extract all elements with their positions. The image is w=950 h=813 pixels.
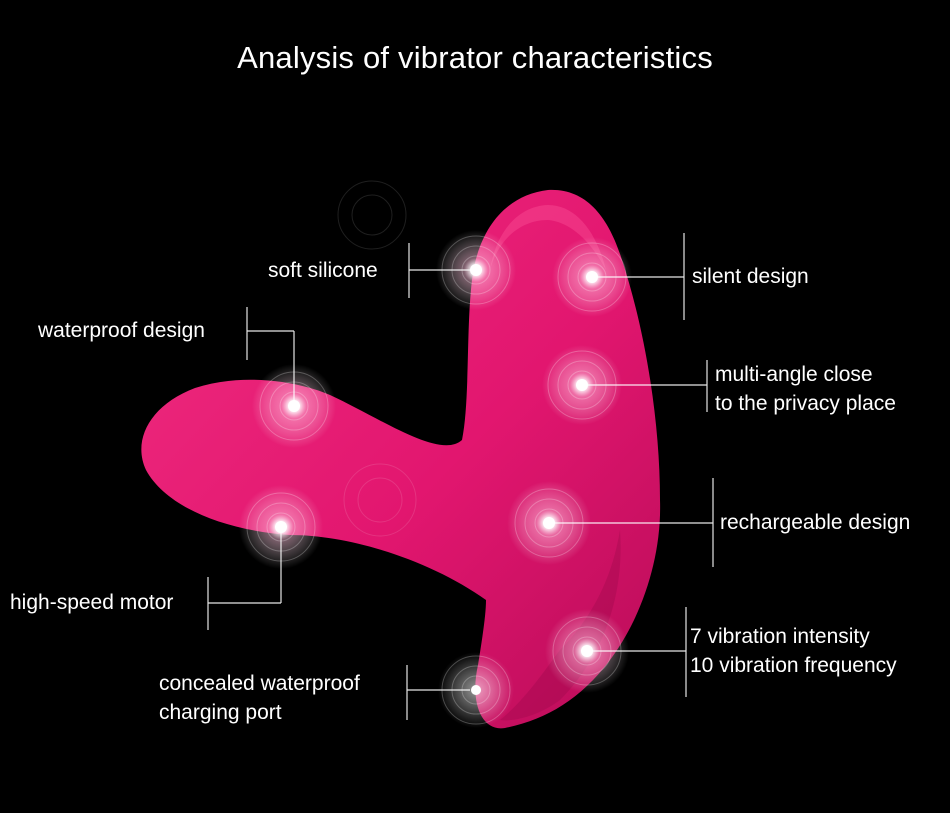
- callout-silent-design: [598, 233, 685, 320]
- callout-waterproof-design: [246, 307, 295, 400]
- ambient-rings: [337, 180, 417, 537]
- label-line: soft silicone: [268, 259, 378, 282]
- callout-soft-silicone: [408, 243, 470, 298]
- label-line: multi-angle close: [715, 363, 873, 386]
- callout-high-speed-motor: [207, 533, 282, 630]
- label-line: 7 vibration intensity: [690, 625, 870, 648]
- label-charging-port: concealed waterproof charging port: [159, 669, 360, 727]
- label-line: high-speed motor: [10, 591, 174, 614]
- label-line: waterproof design: [38, 319, 205, 342]
- label-rechargeable-design: rechargeable design: [720, 508, 910, 537]
- page-title: Analysis of vibrator characteristics: [237, 40, 713, 75]
- callout-multi-angle: [588, 360, 708, 412]
- label-vibration: 7 vibration intensity 10 vibration frequ…: [690, 622, 897, 680]
- dot-silent-design: [586, 271, 598, 283]
- label-line: 10 vibration frequency: [690, 654, 897, 677]
- dot-charging-port: [471, 685, 481, 695]
- dot-vibration: [581, 645, 593, 657]
- label-waterproof-design: waterproof design: [38, 316, 205, 345]
- callout-charging-port: [406, 665, 470, 720]
- label-silent-design: silent design: [692, 262, 809, 291]
- label-line: charging port: [159, 701, 282, 724]
- dot-rechargeable-design: [543, 517, 555, 529]
- label-line: silent design: [692, 265, 809, 288]
- label-line: concealed waterproof: [159, 672, 360, 695]
- dot-waterproof-design: [288, 400, 300, 412]
- dot-high-speed-motor: [275, 521, 287, 533]
- dot-soft-silicone: [470, 264, 482, 276]
- dot-multi-angle: [576, 379, 588, 391]
- label-high-speed-motor: high-speed motor: [10, 588, 173, 617]
- label-line: rechargeable design: [720, 511, 911, 534]
- label-line: to the privacy place: [715, 392, 896, 415]
- label-soft-silicone: soft silicone: [268, 256, 378, 285]
- label-multi-angle: multi-angle close to the privacy place: [715, 360, 896, 418]
- callout-rechargeable-design: [555, 478, 714, 567]
- callout-vibration: [593, 607, 687, 697]
